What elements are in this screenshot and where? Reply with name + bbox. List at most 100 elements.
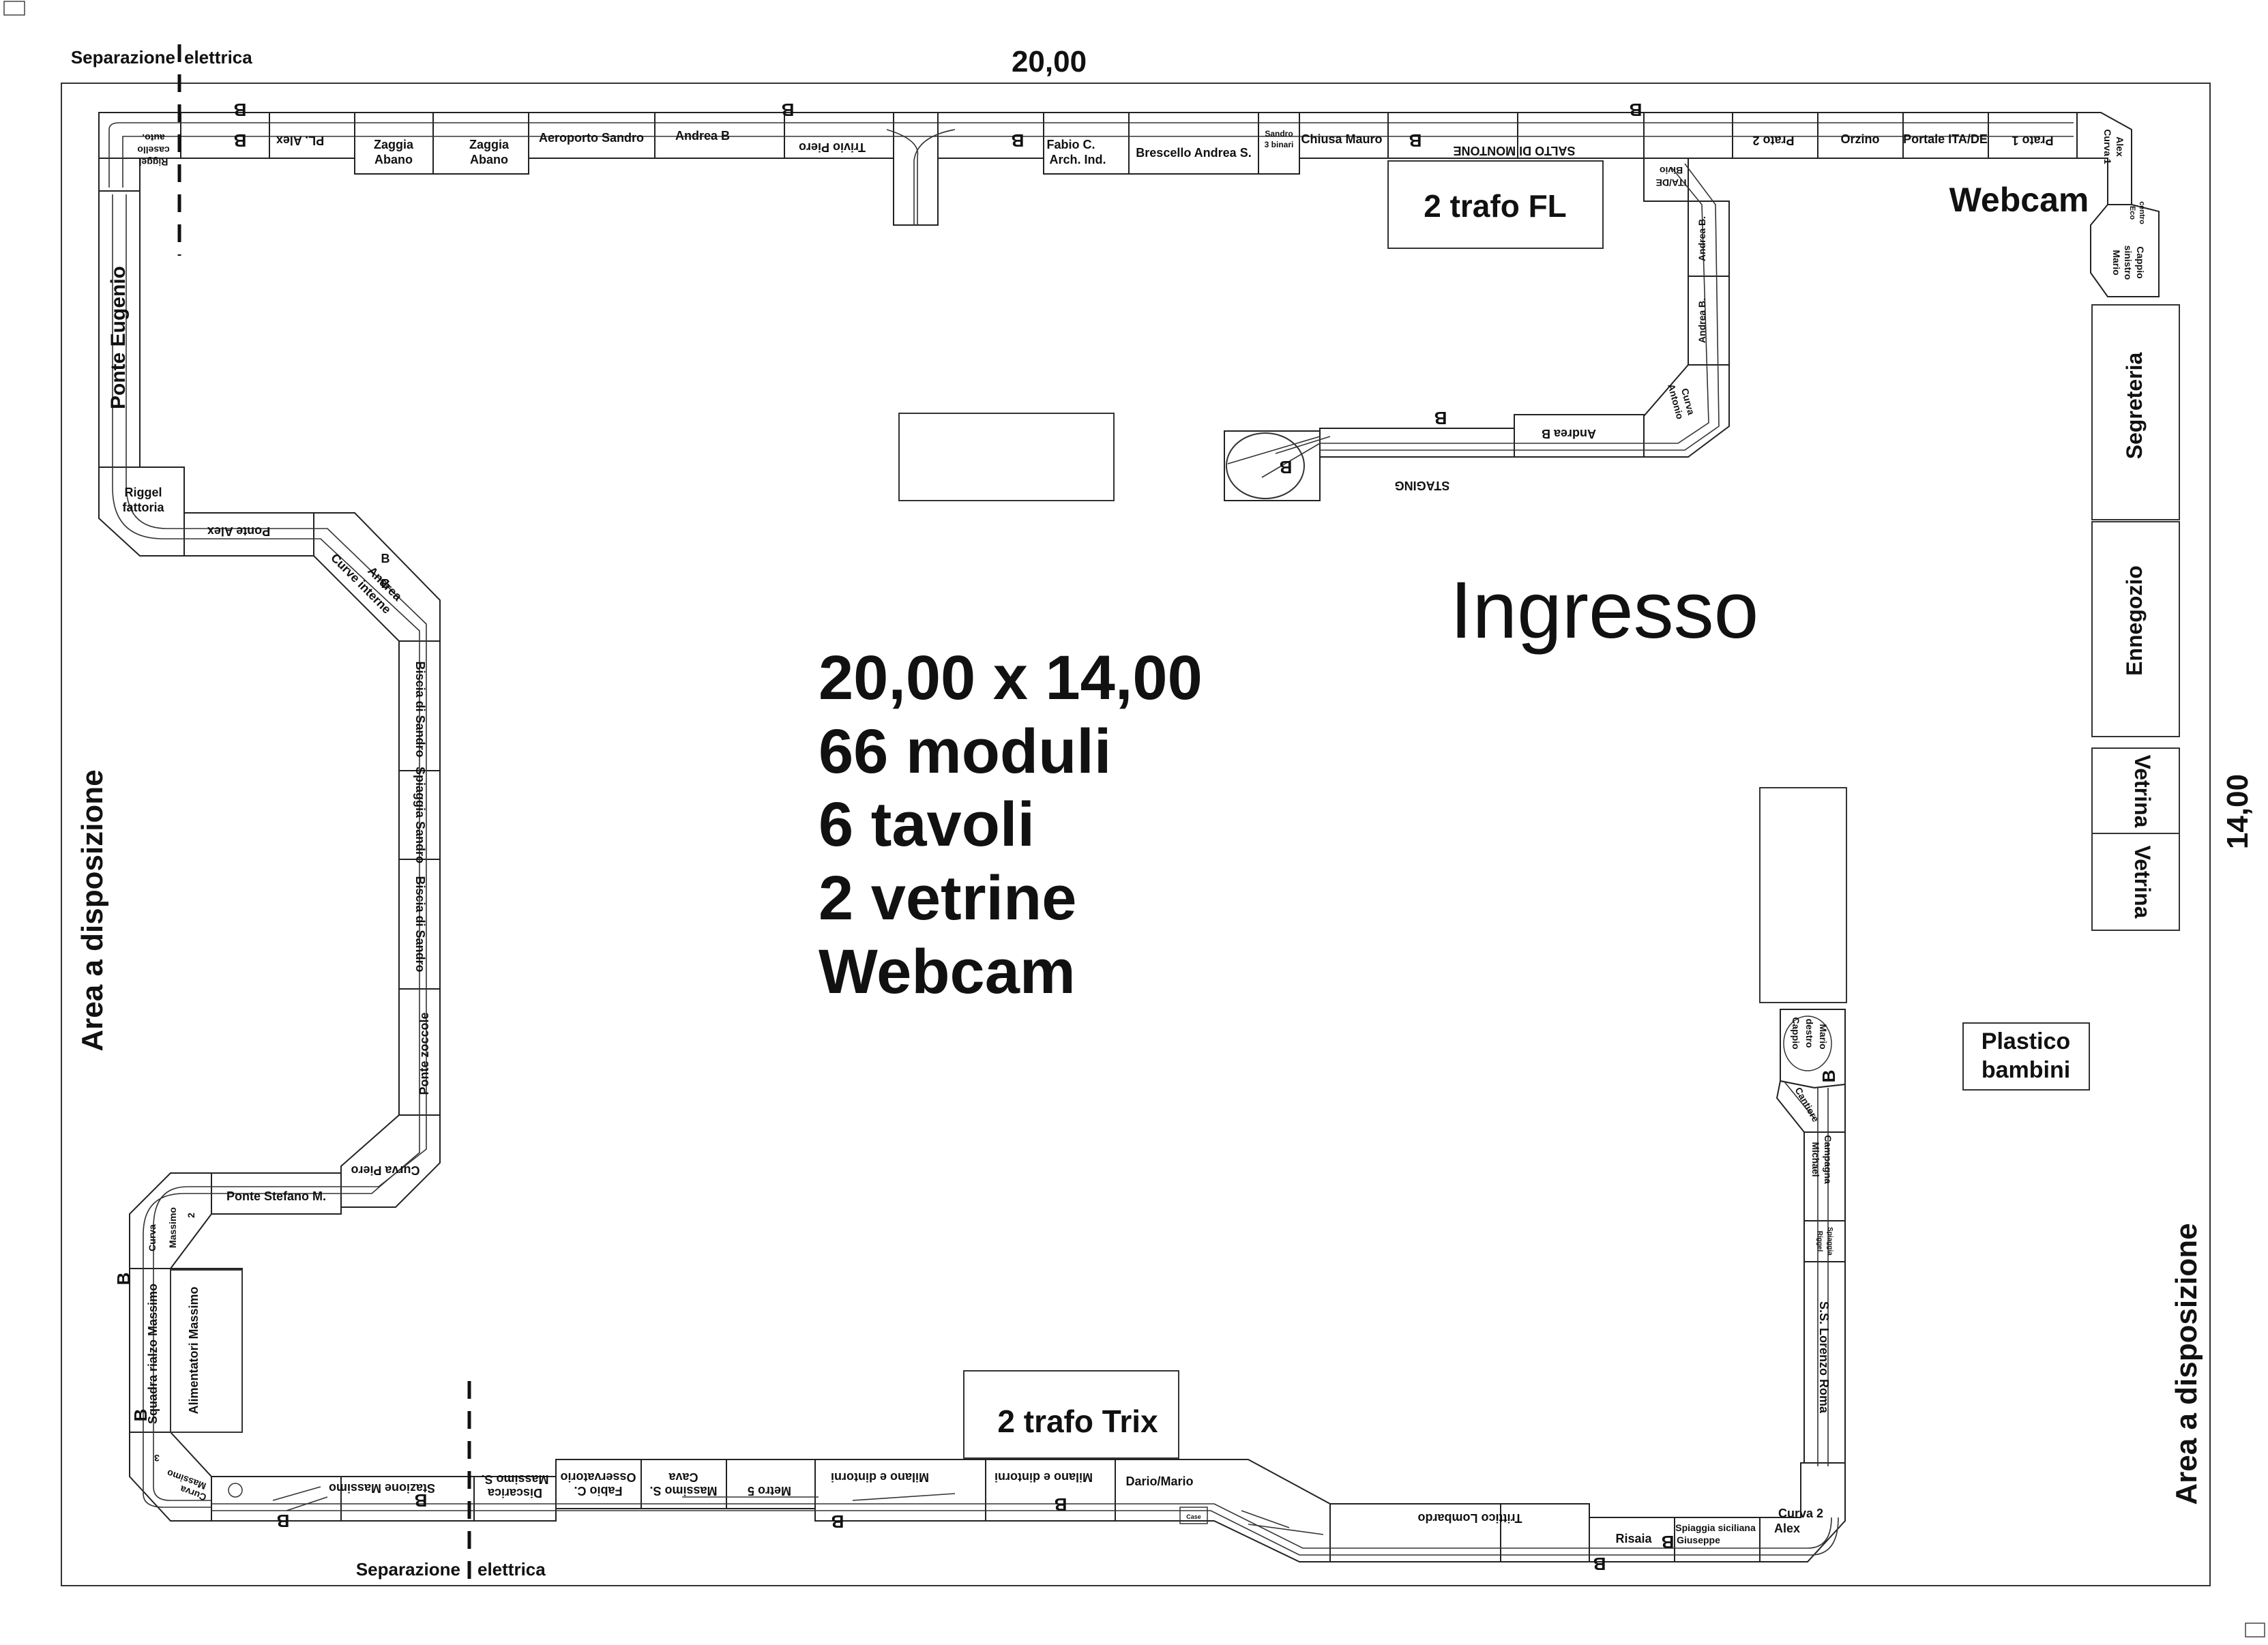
svg-text:Spiaggia: Spiaggia [1826,1227,1833,1256]
svg-text:B: B [1818,1070,1839,1083]
bottom-module-labels: 3 Massimo Curva Stazione Massimo Discari… [154,1453,1823,1545]
svg-text:Riggel: Riggel [139,157,168,168]
svg-text:3: 3 [154,1453,160,1464]
svg-text:Riggel: Riggel [1816,1231,1823,1252]
svg-text:Aeroporto Sandro: Aeroporto Sandro [539,131,644,145]
svg-text:B: B [277,1511,290,1531]
svg-text:Andrea B.: Andrea B. [1696,298,1707,343]
separator-bottom-left: Separazione [356,1559,460,1580]
svg-text:Prato 2: Prato 2 [1752,134,1794,147]
svg-text:B: B [1280,457,1293,477]
svg-text:centro: centro [2138,201,2146,224]
separator-top-left: Separazione [71,47,175,68]
svg-text:B: B [234,130,247,151]
svg-text:Chiusa Mauro: Chiusa Mauro [1301,132,1382,146]
svg-text:Ponte Eugenio: Ponte Eugenio [107,266,130,409]
svg-text:fattoria: fattoria [122,501,164,514]
svg-text:Squadra rialzo Massimo: Squadra rialzo Massimo [146,1284,160,1424]
plastico-label-2: bambini [1982,1057,2070,1083]
separator-top-right: elettrica [184,47,252,68]
svg-text:Biscia di Sandro: Biscia di Sandro [413,876,427,972]
svg-text:Abano: Abano [374,153,413,166]
bottom-track [211,1459,1846,1562]
svg-text:PL. Alex: PL. Alex [276,134,324,147]
svg-text:Cava: Cava [668,1470,698,1484]
svg-text:Mario: Mario [2111,250,2122,275]
svg-text:Trivio Piero: Trivio Piero [799,140,866,154]
svg-text:Zaggia: Zaggia [469,138,510,151]
svg-text:B: B [234,100,247,120]
svg-text:sinistro: sinistro [2123,246,2134,280]
svg-text:B: B [1593,1554,1606,1574]
vetrina-box-2 [2091,833,2180,931]
svg-text:Abano: Abano [470,153,508,166]
svg-text:destro: destro [1804,1019,1815,1048]
top-track [98,112,2160,501]
ennegozio-label: Ennegozio [2122,565,2147,676]
svg-text:Webcam: Webcam [819,937,1076,1007]
svg-text:Massimo: Massimo [167,1207,178,1248]
svg-text:Giuseppe: Giuseppe [1677,1535,1720,1545]
svg-text:Curva: Curva [147,1224,158,1251]
svg-text:2 vetrine: 2 vetrine [819,863,1076,933]
summary-block: 20,00 x 14,00 66 moduli 6 tavoli 2 vetri… [819,643,1203,1007]
vetrina-label-1: Vetrina [2130,755,2155,828]
trafo-fl-box [1387,160,1604,249]
svg-text:Milano e dintorni: Milano e dintorni [995,1470,1093,1484]
room-outline [61,83,2211,1586]
svg-text:Zaggia: Zaggia [374,138,414,151]
svg-text:Riggel: Riggel [124,486,162,499]
area-left: Area a disposizione [76,769,109,1051]
svg-text:Metro 5: Metro 5 [748,1484,791,1498]
svg-text:Massimo S.: Massimo S. [649,1484,717,1498]
svg-text:Michael: Michael [1810,1142,1821,1176]
svg-text:Campagna: Campagna [1823,1135,1833,1184]
svg-text:B: B [1409,130,1422,151]
svg-text:B: B [1434,408,1447,428]
svg-text:B: B [113,1273,134,1286]
svg-text:SALTO DI MONTONE: SALTO DI MONTONE [1453,144,1575,158]
svg-text:B: B [782,100,795,120]
svg-text:Discarica: Discarica [487,1486,542,1500]
svg-text:Mario: Mario [1818,1024,1829,1049]
svg-text:Biscia di Sandro: Biscia di Sandro [413,661,427,757]
svg-text:Orzino: Orzino [1841,132,1880,146]
svg-text:Stazione Massimo: Stazione Massimo [329,1481,435,1495]
svg-text:B: B [381,552,390,565]
svg-text:B: B [1012,130,1025,151]
svg-text:Sandro: Sandro [1265,129,1293,138]
svg-text:B: B [381,577,390,591]
svg-text:Ponte Alex: Ponte Alex [207,524,270,538]
svg-text:B: B [831,1511,844,1532]
svg-text:Risaia: Risaia [1615,1532,1652,1545]
svg-text:Trittico Lombardo: Trittico Lombardo [1417,1511,1522,1525]
svg-text:3 binari: 3 binari [1265,140,1294,149]
trafo-fl-label: 2 trafo FL [1424,188,1567,224]
ennegozio-box [2091,521,2180,737]
right-module-labels: Cappio destro Mario Cantiere Campagna Mi… [1791,1017,1833,1414]
empty-table-box [898,413,1115,501]
svg-text:Curva 1: Curva 1 [2102,129,2113,164]
right-track [1776,1009,1846,1466]
svg-text:Dario/Mario: Dario/Mario [1125,1474,1193,1488]
left-module-labels: Ponte Eugenio Riggel fattoria Ponte Alex… [107,266,431,1424]
svg-text:Prato 1: Prato 1 [2012,134,2053,147]
svg-text:Spiaggia Sandro: Spiaggia Sandro [413,767,427,863]
svg-text:Fabio C.: Fabio C. [574,1484,623,1498]
svg-text:Andrea B: Andrea B [675,129,730,143]
svg-text:Cappio: Cappio [2135,246,2146,278]
svg-text:Ponte Stefano M.: Ponte Stefano M. [226,1189,326,1203]
svg-text:ITA/DE: ITA/DE [1656,177,1687,188]
width-dimension: 20,00 [1012,45,1087,78]
webcam-label: Webcam [1949,181,2089,219]
height-dimension: 14,00 [2221,774,2254,849]
svg-text:Brescello Andrea S.: Brescello Andrea S. [1136,146,1251,160]
svg-text:Osservatorio: Osservatorio [560,1470,636,1484]
svg-text:6 tavoli: 6 tavoli [819,790,1035,859]
svg-text:Portale ITA/DE: Portale ITA/DE [1903,132,1988,146]
svg-text:20,00 x 14,00: 20,00 x 14,00 [819,643,1203,713]
plastico-label-1: Plastico [1982,1028,2070,1054]
svg-text:B: B [415,1490,428,1511]
alimentatori-box [170,1269,243,1433]
